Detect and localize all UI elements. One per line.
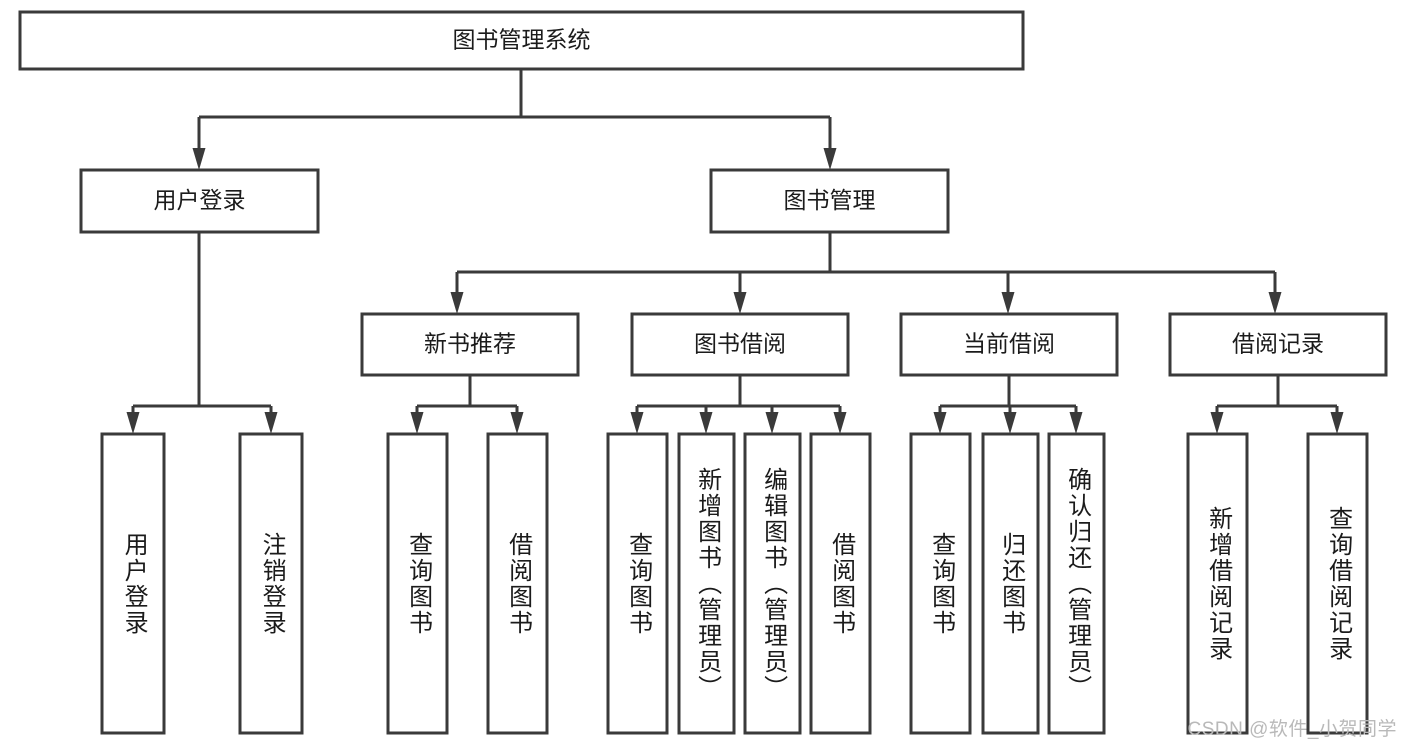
arrow-head-icon <box>1003 412 1017 434</box>
node-leaf-4[interactable] <box>606 432 669 735</box>
watermark-text: CSDN @软件_小贺同学 <box>1187 719 1397 740</box>
node-level3-2[interactable] <box>899 312 1119 377</box>
arrow-head-icon <box>765 412 779 434</box>
connector-newbook-to-leaves <box>410 375 524 434</box>
node-level2-0[interactable] <box>79 168 320 234</box>
arrow-head-icon <box>510 412 524 434</box>
connectors-layer <box>126 69 1344 434</box>
arrow-head-icon <box>1001 292 1015 314</box>
arrow-head-icon <box>1268 292 1282 314</box>
connector-record-to-leaves <box>1210 375 1344 434</box>
node-root[interactable] <box>18 10 1025 71</box>
node-level3-3[interactable] <box>1168 312 1388 377</box>
node-leaf-7[interactable] <box>809 432 872 735</box>
node-level3-label-0: 新书推荐 <box>424 331 516 357</box>
node-level3-label-3: 借阅记录 <box>1232 331 1324 357</box>
arrow-head-icon <box>1330 412 1344 434</box>
arrow-head-icon <box>733 292 747 314</box>
node-leaf-8[interactable] <box>909 432 972 735</box>
node-leaf-10[interactable] <box>1047 432 1106 735</box>
node-level2-label-1: 图书管理 <box>784 187 876 213</box>
arrow-head-icon <box>264 412 278 434</box>
node-leaf-3[interactable] <box>486 432 549 735</box>
node-leaf-5[interactable] <box>677 432 736 735</box>
arrow-head-icon <box>823 148 837 170</box>
node-level3-1[interactable] <box>630 312 850 377</box>
arrow-head-icon <box>699 412 713 434</box>
arrow-head-icon <box>192 148 206 170</box>
arrow-head-icon <box>1210 412 1224 434</box>
arrow-head-icon <box>630 412 644 434</box>
connector-current-to-leaves <box>933 375 1083 434</box>
connector-borrow-to-leaves <box>630 375 847 434</box>
connector-login-to-leaves <box>126 232 278 434</box>
node-leaf-6[interactable] <box>743 432 802 735</box>
node-level2-label-0: 用户登录 <box>154 187 246 213</box>
connector-root-to-level2 <box>192 69 837 170</box>
node-leaf-2[interactable] <box>386 432 449 735</box>
node-leaf-12[interactable] <box>1306 432 1369 735</box>
arrow-head-icon <box>833 412 847 434</box>
boxes-layer <box>18 10 1388 735</box>
arrow-head-icon <box>1069 412 1083 434</box>
node-level3-0[interactable] <box>360 312 580 377</box>
node-leaf-9[interactable] <box>981 432 1040 735</box>
connector-books-to-level3 <box>450 232 1282 314</box>
arrow-head-icon <box>126 412 140 434</box>
arrow-head-icon <box>410 412 424 434</box>
node-leaf-11[interactable] <box>1186 432 1249 735</box>
node-leaf-1[interactable] <box>238 432 304 735</box>
node-leaf-0[interactable] <box>100 432 166 735</box>
node-level3-label-2: 当前借阅 <box>963 331 1055 357</box>
node-level3-label-1: 图书借阅 <box>694 331 786 357</box>
node-level2-1[interactable] <box>709 168 950 234</box>
arrow-head-icon <box>933 412 947 434</box>
arrow-head-icon <box>450 292 464 314</box>
node-root-label: 图书管理系统 <box>453 27 591 53</box>
